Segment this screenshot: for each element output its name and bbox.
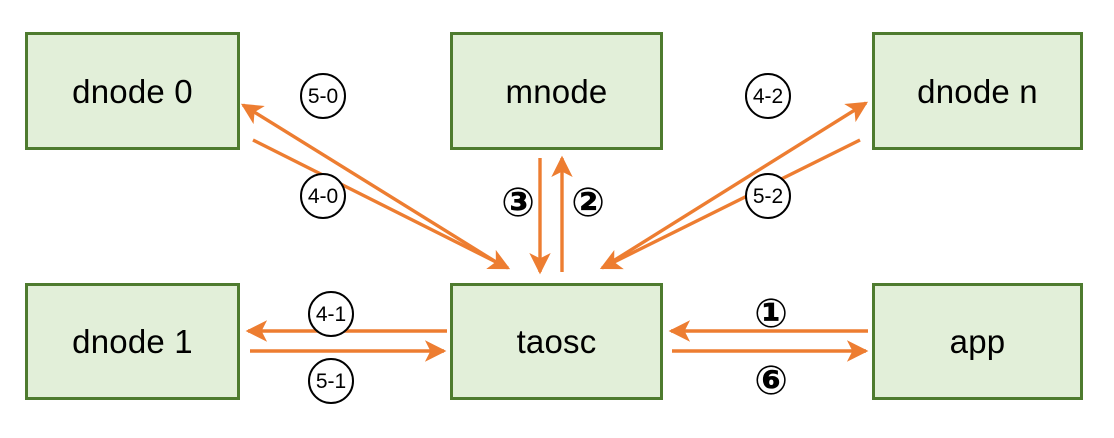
- edge-badge-3: ③: [501, 180, 535, 226]
- arrow-4-0: [252, 138, 511, 270]
- node-dnode-n[interactable]: dnode n: [872, 32, 1083, 150]
- edge-badge-6: ⑥: [754, 358, 788, 404]
- arrow-5-0: [240, 103, 497, 264]
- node-label-taosc: taosc: [516, 323, 597, 360]
- node-label-dnode-0: dnode 0: [72, 72, 193, 110]
- node-app[interactable]: app: [872, 283, 1083, 400]
- edge-badge-1: ①: [754, 291, 788, 337]
- node-label-app: app: [949, 323, 1006, 360]
- edge-badge-4-2: 4-2: [745, 73, 791, 119]
- node-dnode-0[interactable]: dnode 0: [25, 32, 240, 150]
- node-mnode[interactable]: mnode: [450, 32, 663, 150]
- node-taosc[interactable]: taosc: [450, 283, 663, 400]
- arrow-5-2: [599, 138, 861, 270]
- edge-badge-2: ②: [571, 180, 605, 226]
- edge-badge-5-2: 5-2: [745, 173, 791, 219]
- arrow-4-2: [609, 101, 869, 265]
- edge-badge-4-1: 4-1: [308, 291, 354, 337]
- node-label-dnode-n: dnode n: [917, 72, 1038, 110]
- edge-badge-5-0: 5-0: [300, 73, 346, 119]
- node-label-mnode: mnode: [505, 72, 608, 110]
- edge-badge-4-0: 4-0: [300, 173, 346, 219]
- edge-badge-5-1: 5-1: [308, 358, 354, 404]
- node-label-dnode-1: dnode 1: [72, 323, 193, 360]
- node-dnode-1[interactable]: dnode 1: [25, 283, 240, 400]
